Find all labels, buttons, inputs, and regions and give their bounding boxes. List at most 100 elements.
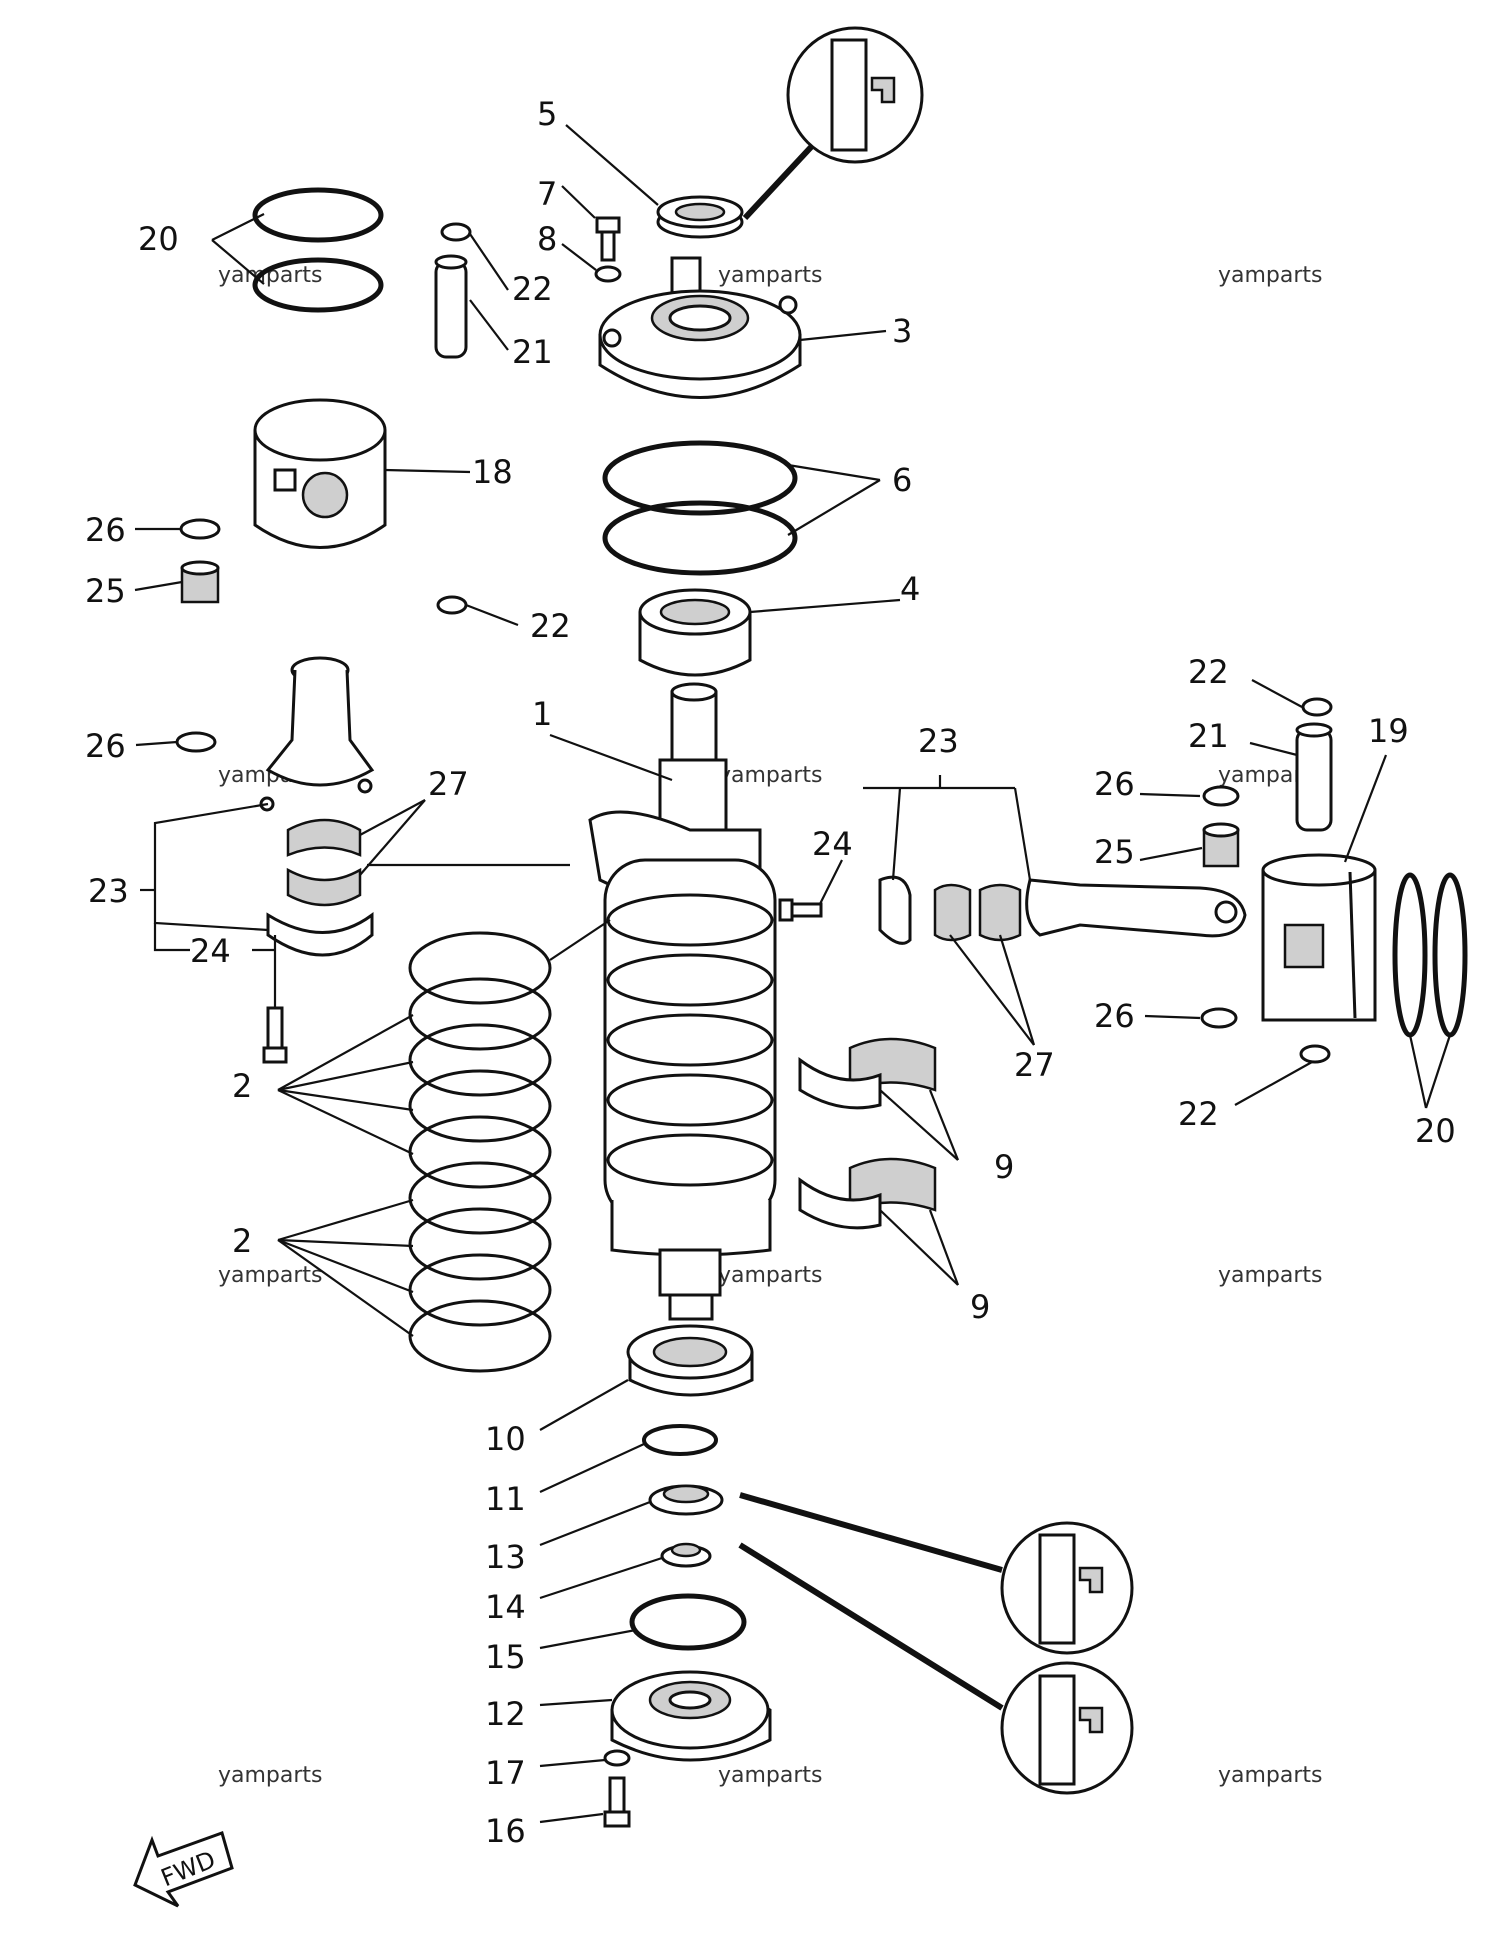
bolt-16 xyxy=(603,1776,631,1828)
callout-16: 16 xyxy=(485,1812,526,1850)
detail-circle-top xyxy=(742,26,924,221)
crankshaft-seal-rings xyxy=(408,931,552,1373)
piston-pin-right xyxy=(1295,722,1333,832)
callout-8: 8 xyxy=(537,220,557,258)
callout-23: 23 xyxy=(88,872,129,910)
callout-7: 7 xyxy=(537,175,557,213)
forward-direction-arrow: FWD xyxy=(133,1831,234,1908)
oil-seal-14 xyxy=(660,1542,712,1568)
callout-21: 21 xyxy=(512,333,553,371)
watermark: yamparts xyxy=(718,263,823,288)
callout-24: 24 xyxy=(812,825,853,863)
bolt-7 xyxy=(595,216,621,262)
main-bearings-upper xyxy=(798,1037,937,1110)
callout-13: 13 xyxy=(485,1538,526,1576)
callout-15: 15 xyxy=(485,1638,526,1676)
rod-cap-left xyxy=(266,912,374,957)
circlip-left-bottom xyxy=(436,595,468,615)
callout-25: 25 xyxy=(1094,833,1135,871)
thrust-washer-right-bottom xyxy=(1200,1007,1238,1029)
connecting-rod-right xyxy=(1025,878,1247,938)
circlip-right-bottom xyxy=(1299,1044,1331,1064)
thrust-washer-right-top xyxy=(1202,785,1240,807)
callout-26: 26 xyxy=(1094,997,1135,1035)
callout-labels: 5 7 8 3 6 4 1 20 22 21 18 26 25 22 26 27… xyxy=(85,95,1456,1850)
callout-20: 20 xyxy=(138,220,179,258)
small-end-bearing-left xyxy=(180,560,220,604)
callout-3: 3 xyxy=(892,312,912,350)
circlip-left-top xyxy=(440,222,472,242)
callout-2: 2 xyxy=(232,1067,252,1105)
callout-21: 21 xyxy=(1188,717,1229,755)
circlip-right-top xyxy=(1301,697,1333,717)
washer-17 xyxy=(603,1749,631,1767)
watermark: yamparts xyxy=(718,763,823,788)
oil-seal-top xyxy=(656,195,744,239)
callout-22: 22 xyxy=(530,607,571,645)
rod-cap-right xyxy=(878,875,912,945)
callout-27: 27 xyxy=(1014,1046,1055,1084)
watermark: yamparts xyxy=(718,1763,823,1788)
callout-22: 22 xyxy=(1188,653,1229,691)
callout-17: 17 xyxy=(485,1754,526,1792)
piston-pin-left xyxy=(434,254,468,359)
callout-12: 12 xyxy=(485,1695,526,1733)
callout-24: 24 xyxy=(190,932,231,970)
callout-23: 23 xyxy=(918,722,959,760)
callout-26: 26 xyxy=(1094,765,1135,803)
callout-9: 9 xyxy=(994,1148,1014,1186)
connecting-rod-left xyxy=(259,656,375,812)
leader-lines xyxy=(134,124,1452,1824)
watermark: yamparts xyxy=(1218,1763,1323,1788)
callout-2: 2 xyxy=(232,1222,252,1260)
callout-22: 22 xyxy=(1178,1095,1219,1133)
washer-8 xyxy=(594,265,622,283)
callout-5: 5 xyxy=(537,95,557,133)
callout-4: 4 xyxy=(900,570,920,608)
callout-14: 14 xyxy=(485,1588,526,1626)
o-ring-15 xyxy=(629,1593,747,1651)
rod-bolt-right xyxy=(778,898,823,922)
main-bearings-lower xyxy=(798,1157,937,1230)
callout-10: 10 xyxy=(485,1420,526,1458)
circlip-11 xyxy=(642,1424,718,1456)
piston-left xyxy=(253,398,387,549)
piston-right xyxy=(1261,853,1377,1022)
small-end-bearing-right xyxy=(1202,822,1240,868)
callout-25: 25 xyxy=(85,572,126,610)
callout-26: 26 xyxy=(85,727,126,765)
callout-20: 20 xyxy=(1415,1112,1456,1150)
watermark: yamparts xyxy=(1218,1263,1323,1288)
crankshaft xyxy=(588,682,777,1321)
ball-bearing-10 xyxy=(626,1324,754,1397)
thrust-washer-left-bottom xyxy=(175,731,217,753)
detail-circle-lower-2 xyxy=(738,1542,1134,1795)
watermark: yamparts xyxy=(218,1763,323,1788)
thrust-washer-left-top xyxy=(179,518,221,540)
rod-bolt-left xyxy=(262,1006,288,1064)
detail-circle-lower-1 xyxy=(739,1492,1134,1655)
watermark: yamparts xyxy=(718,1263,823,1288)
seal-rings xyxy=(602,440,798,576)
lower-bearing-housing xyxy=(610,1670,772,1762)
upper-bearing-housing xyxy=(598,256,802,399)
watermark: yamparts xyxy=(218,1263,323,1288)
callout-11: 11 xyxy=(485,1480,526,1518)
watermark: yamparts xyxy=(1218,263,1323,288)
callout-9: 9 xyxy=(970,1288,990,1326)
callout-1: 1 xyxy=(532,695,552,733)
ring-13 xyxy=(648,1484,724,1516)
callout-27: 27 xyxy=(428,765,469,803)
big-end-bearing-left xyxy=(286,818,362,907)
callout-18: 18 xyxy=(472,453,513,491)
needle-bearing-4 xyxy=(638,588,752,677)
piston-rings-right xyxy=(1392,872,1468,1038)
callout-22: 22 xyxy=(512,270,553,308)
piston-rings-left xyxy=(252,187,384,313)
callout-26: 26 xyxy=(85,511,126,549)
big-end-bearing-right xyxy=(933,883,1022,942)
callout-19: 19 xyxy=(1368,712,1409,750)
callout-6: 6 xyxy=(892,461,912,499)
